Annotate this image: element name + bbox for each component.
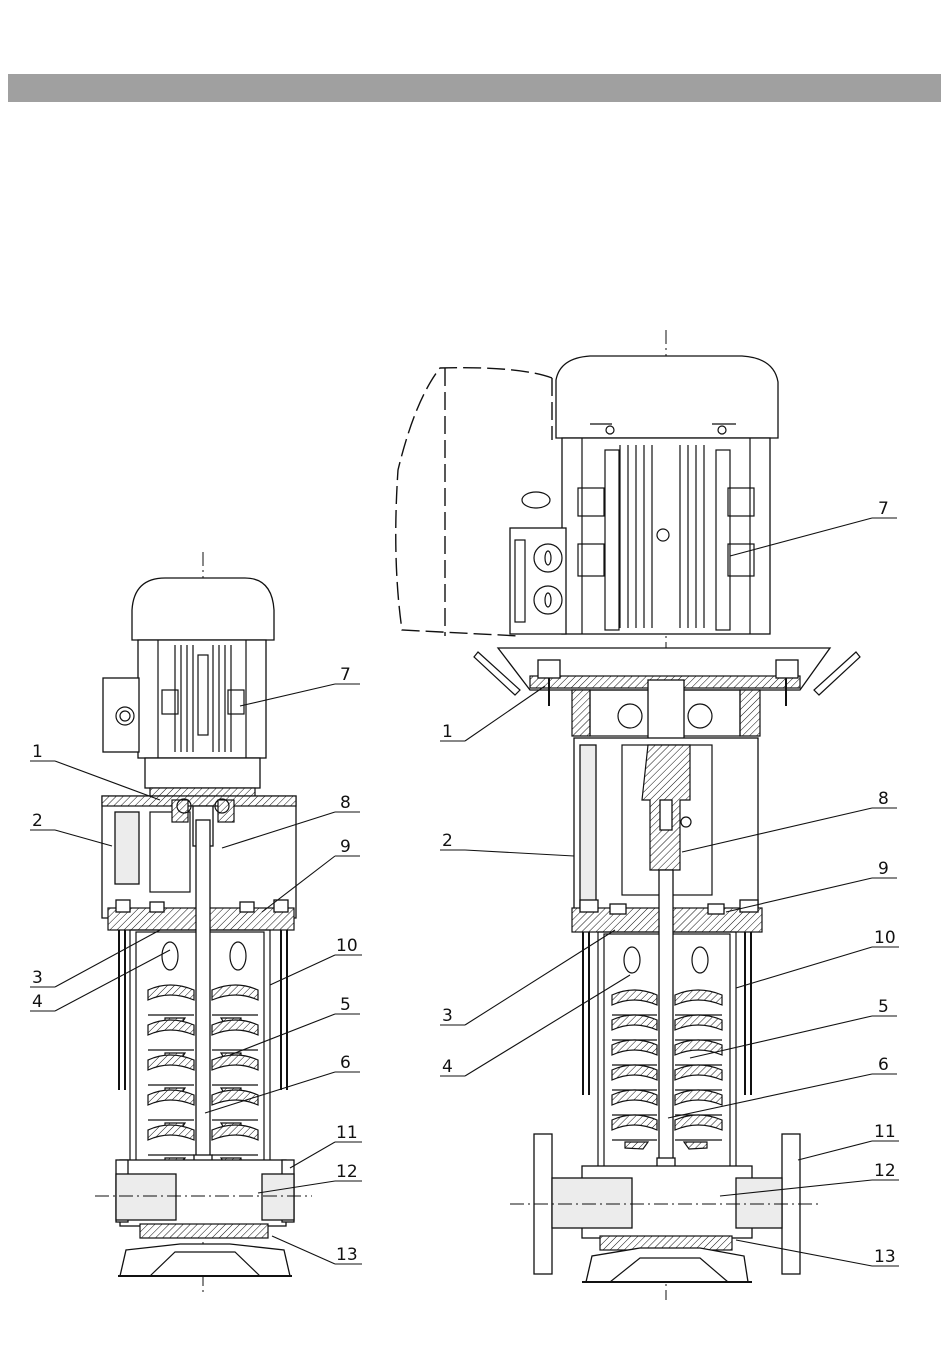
svg-text:9: 9 xyxy=(878,859,889,879)
left-callout-4: 4 xyxy=(30,950,170,1012)
svg-text:8: 8 xyxy=(340,793,351,813)
right-callout-4: 4 xyxy=(440,975,630,1077)
svg-text:5: 5 xyxy=(340,995,351,1015)
svg-text:11: 11 xyxy=(874,1122,896,1142)
svg-text:4: 4 xyxy=(442,1057,453,1077)
svg-text:10: 10 xyxy=(336,936,358,956)
svg-text:1: 1 xyxy=(32,742,43,762)
left-callout-2: 2 xyxy=(30,811,112,846)
svg-text:6: 6 xyxy=(878,1055,889,1075)
svg-text:13: 13 xyxy=(336,1245,358,1265)
right-pump-drawing xyxy=(396,330,860,1300)
svg-text:7: 7 xyxy=(878,499,889,519)
svg-text:12: 12 xyxy=(336,1162,358,1182)
right-callout-11: 11 xyxy=(798,1122,899,1160)
svg-text:8: 8 xyxy=(878,789,889,809)
right-callout-2: 2 xyxy=(440,831,574,856)
svg-text:3: 3 xyxy=(32,968,43,988)
right-callout-1: 1 xyxy=(440,686,545,742)
right-callout-13: 13 xyxy=(736,1240,899,1267)
left-callout-10: 10 xyxy=(270,936,362,985)
left-pump-drawing xyxy=(95,552,312,1295)
svg-text:5: 5 xyxy=(878,997,889,1017)
svg-text:13: 13 xyxy=(874,1247,896,1267)
svg-text:4: 4 xyxy=(32,992,43,1012)
svg-text:10: 10 xyxy=(874,928,896,948)
svg-text:12: 12 xyxy=(874,1161,896,1181)
svg-text:7: 7 xyxy=(340,665,351,685)
svg-text:6: 6 xyxy=(340,1053,351,1073)
svg-text:3: 3 xyxy=(442,1006,453,1026)
svg-text:9: 9 xyxy=(340,837,351,857)
svg-text:2: 2 xyxy=(32,811,43,831)
svg-text:1: 1 xyxy=(442,722,453,742)
right-callout-10: 10 xyxy=(736,928,899,988)
svg-text:11: 11 xyxy=(336,1123,358,1143)
left-callout-3: 3 xyxy=(30,930,160,988)
svg-text:2: 2 xyxy=(442,831,453,851)
